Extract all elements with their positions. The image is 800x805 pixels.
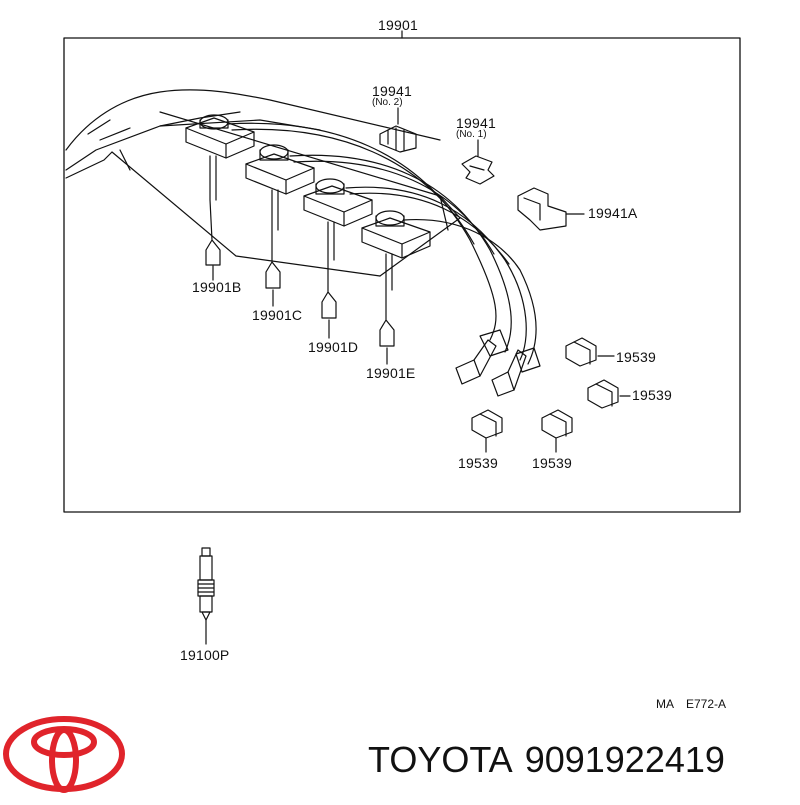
brand-footer: TOYOTA 9091922419 (368, 742, 725, 778)
holder-parts (471, 337, 631, 453)
clamp-no2-part (379, 107, 417, 153)
clamp-a-part (517, 187, 585, 231)
holder-label-4: 19539 (532, 455, 572, 471)
diagram-frame (63, 37, 741, 513)
wire-bundle (227, 122, 537, 365)
cord-b-label: 19901B (192, 279, 242, 295)
drawing-code-number: E772-A (686, 697, 727, 711)
drawing-code: MA E772-A (656, 698, 726, 710)
part-number: 9091922419 (524, 739, 725, 780)
clamp-a-label: 19941A (588, 205, 638, 221)
clamp-no2-label: 19941 (372, 83, 412, 99)
engine-cover-outline (65, 89, 461, 277)
cord-ends (205, 155, 395, 347)
clamp-no1-label: 19941 (456, 115, 496, 131)
spark-plug-part (197, 547, 215, 645)
cord-c-label: 19901C (252, 307, 303, 323)
cord-d-label: 19901D (308, 339, 359, 355)
terminals (455, 329, 541, 397)
drawing-code-prefix: MA (656, 697, 674, 711)
clamp-no1-sub-label: (No. 1) (456, 129, 487, 140)
toyota-logo-icon (3, 716, 125, 793)
spark-plug-label: 19100P (180, 647, 230, 663)
clamp-no2-sub-label: (No. 2) (372, 97, 403, 108)
assembly-label: 19901 (378, 17, 418, 33)
plug-boots (185, 114, 431, 259)
brand-name: TOYOTA (368, 739, 513, 780)
holder-label-2: 19539 (632, 387, 672, 403)
clamp-no1-part (461, 139, 495, 185)
holder-label-3: 19539 (458, 455, 498, 471)
cord-e-label: 19901E (366, 365, 416, 381)
holder-label-1: 19539 (616, 349, 656, 365)
